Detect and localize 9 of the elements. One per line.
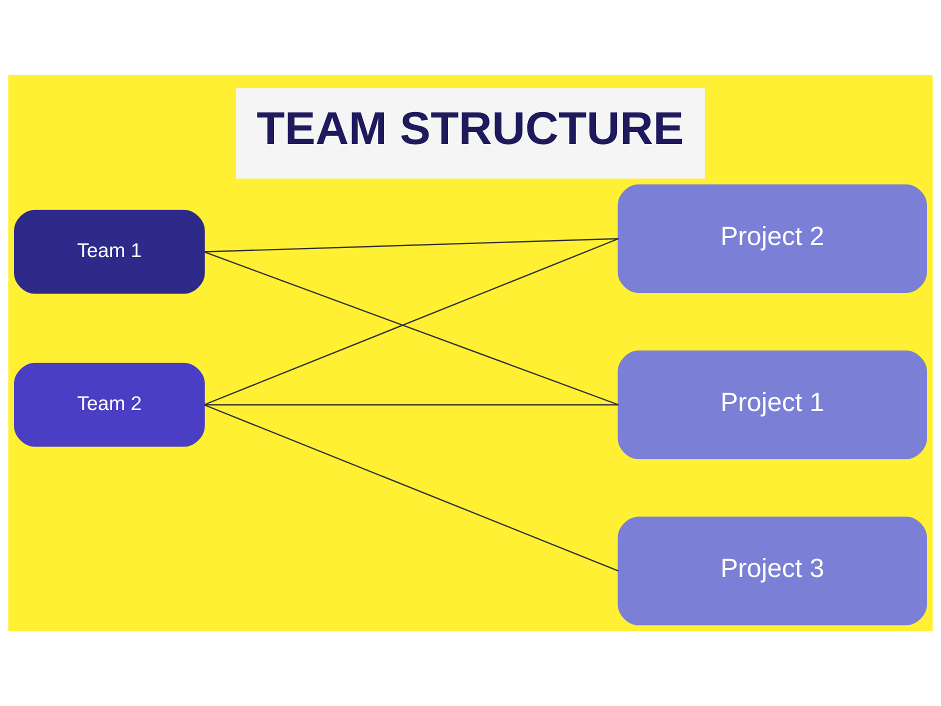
connector: [204, 404, 619, 572]
node-box: Team 2: [14, 362, 205, 447]
diagram-title: TEAM STRUCTURE: [256, 102, 684, 154]
node-box: Project 1: [618, 350, 927, 460]
node-box: Project 3: [618, 516, 927, 626]
node-box: Project 2: [618, 184, 927, 293]
connector: [204, 238, 619, 252]
connector: [204, 404, 619, 406]
node-box: Team 1: [14, 210, 205, 294]
